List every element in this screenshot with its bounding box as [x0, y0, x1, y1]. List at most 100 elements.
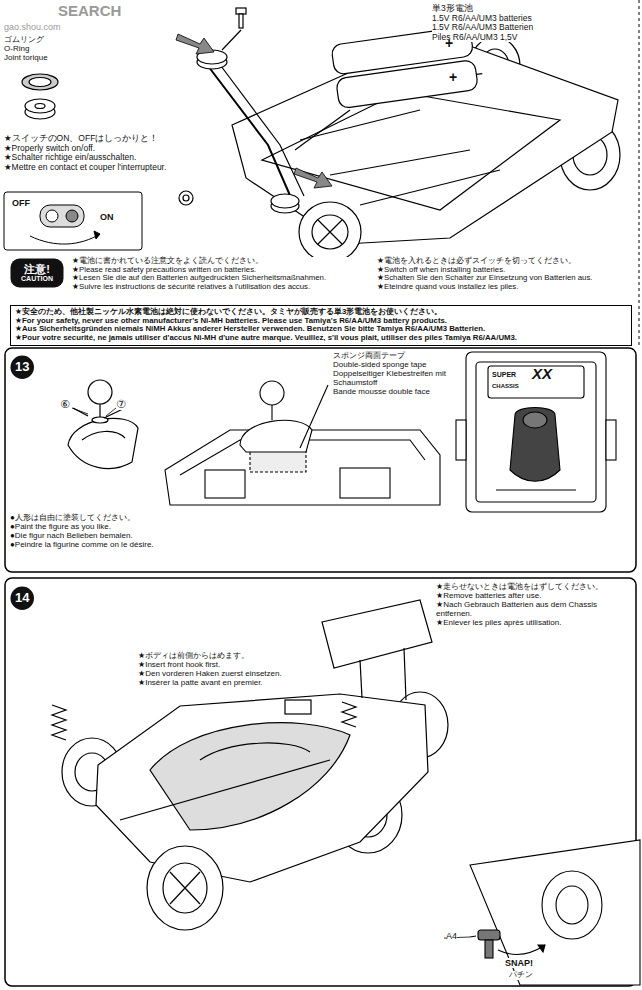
battery-label: Piles R6/AA/UM3 1,5V: [432, 33, 637, 43]
instruction-note-group: ★スイッチのON、OFFはしっかりと！★Properly switch on/o…: [4, 134, 186, 172]
caution-note: ★電池に書かれている注意文をよく読んでください。: [72, 257, 372, 266]
badge-shape: [11, 259, 64, 288]
direction-arrow: [176, 34, 332, 188]
chassis-logo: CHASSIS: [492, 383, 519, 390]
part-number: A4: [446, 931, 457, 941]
instruction-note: ★Remove batteries after use.: [436, 592, 634, 601]
watermark-group: gao.shou.com: [4, 22, 61, 32]
leader-line: [72, 408, 88, 414]
step-number: 14: [10, 586, 34, 610]
caution-badge-text: CAUTION: [21, 275, 53, 282]
instruction-note: ●Die figur nach Belieben bemalen.: [10, 532, 225, 541]
switch-inset: [4, 192, 142, 250]
chassis-logo-group: XX: [532, 366, 552, 383]
watermark-group: SEARCH: [58, 3, 121, 20]
instruction-note: ●Peindre la figurine comme on le désire.: [10, 541, 225, 550]
instruction-note: ★Insérer la patte avant en premier.: [138, 679, 316, 688]
instruction-note: ★Insert front hook first.: [138, 661, 316, 670]
watermark: gao.shou.com: [4, 22, 61, 32]
part-label: スポンジ両面テープ: [333, 352, 461, 361]
safety-warning: ★Aus Sicherheitsgründen niemals NiMH Akk…: [15, 325, 627, 334]
caution-note: ★Schalten Sie den Schalter zur Einsetzun…: [377, 274, 635, 283]
step-frame: [5, 348, 636, 572]
switch-label-group: OFF: [12, 198, 30, 208]
part-label: Double-sided sponge tape: [333, 361, 461, 370]
page-edge: [639, 0, 640, 345]
instruction-note: ★Enlever les piles après utilisation.: [436, 619, 634, 628]
safety-warning: ★Pour votre securité, ne jamais utiliser…: [15, 334, 627, 343]
polarity-mark: +: [449, 70, 457, 86]
instruction-note: ●人形は自由に塗装してください。: [10, 514, 225, 523]
instruction-note: ★Den vorderen Haken zuerst einsetzen.: [138, 670, 316, 679]
instruction-note: ★走らせないときは電池をはずしてください。: [436, 583, 634, 592]
snap-note-group: パチン: [509, 971, 533, 980]
battery-label: 1.5V R6/AA/UM3 batteries: [432, 14, 637, 24]
caution-note: ★Switch off when installing batteries.: [377, 266, 635, 275]
chassis-logo: SUPER: [492, 371, 516, 379]
instruction-note: ★ボディは前側からはめます。: [138, 652, 316, 661]
instruction-note-group: ★ボディは前側からはめます。★Insert front hook first.★…: [138, 652, 316, 688]
part-label: Bande mousse double face: [333, 388, 461, 397]
chassis-top-drawing: [456, 352, 616, 512]
chassis-logo-group: CHASSIS: [492, 383, 519, 390]
part-number-group: ⑦: [116, 398, 126, 410]
instruction-note: ★Nach Gebrauch Batterien aus dem Chassis…: [436, 601, 634, 619]
part-number-group: ⑥: [60, 398, 70, 410]
part-label-group: ゴムリングO-RingJoint torique: [4, 36, 48, 63]
part-label: O-Ring: [4, 45, 48, 54]
car-body-drawing: [52, 600, 448, 930]
caution-note: ★電池を入れるときは必ずスイッチを切ってください。: [377, 257, 635, 266]
caution-note-group: ★電池に書かれている注意文をよく読んでください。★Please read saf…: [72, 257, 372, 292]
instruction-note-group: ★走らせないときは電池をはずしてください。★Remove batteries a…: [436, 583, 634, 628]
snap-note: パチン: [509, 971, 533, 980]
switch-label: OFF: [12, 198, 30, 208]
part-number: ⑦: [116, 398, 126, 410]
caution-note: ★Suivre les instructions de sécurité rel…: [72, 283, 372, 292]
o-ring-drawing: [22, 74, 58, 119]
instruction-note: ★Properly switch on/off.: [4, 144, 186, 154]
part-number: ⑥: [60, 398, 70, 410]
switch-label-group: ON: [100, 212, 114, 222]
part-label: ゴムリング: [4, 36, 48, 45]
caution-badge: 注意!CAUTION: [10, 258, 64, 288]
switch-label: ON: [100, 212, 114, 222]
step-number: 13: [10, 355, 34, 379]
leader-line: [106, 408, 116, 416]
polarity-mark: +: [445, 36, 453, 52]
snap-note: SNAP!: [505, 958, 533, 968]
caution-note: ★Eteindre quand vous installez les piles…: [377, 283, 635, 292]
chassis-logo: XX: [532, 366, 552, 383]
watermark: SEARCH: [58, 3, 121, 20]
step-circle: [11, 356, 34, 379]
instruction-note: ●Paint the figure as you like.: [10, 523, 225, 532]
figure-drawing: [68, 380, 138, 469]
instruction-note: ★スイッチのON、OFFはしっかりと！: [4, 134, 186, 144]
battery-label: 単3形電池: [432, 4, 637, 14]
part-label: Doppelseitiger Klebestreifen mit Schaums…: [333, 370, 461, 388]
caution-badge-text: 注意!: [24, 264, 50, 276]
step-number-text: 13: [15, 360, 29, 374]
chassis-logo-group: SUPER: [492, 371, 516, 379]
caution-note-group: ★電池を入れるときは必ずスイッチを切ってください。★Switch off whe…: [377, 257, 635, 292]
safety-warning: ★安全のため、他社製ニッケル水素電池は絶対に使わないでください。タミヤが販売する…: [15, 308, 627, 317]
instruction-note-group: ●人形は自由に塗装してください。●Paint the figure as you…: [10, 514, 225, 550]
step-circle: [11, 587, 34, 610]
chassis-side-drawing: [165, 381, 440, 505]
instruction-note: ★Schalter richtige ein/ausschalten.: [4, 153, 186, 163]
battery-label-group: 単3形電池1.5V R6/AA/UM3 batteries1.5V R6/AA/…: [432, 4, 637, 42]
instruction-note: ★Mettre en contact et couper l'interrupt…: [4, 163, 186, 173]
snap-note-group: SNAP!: [505, 958, 533, 968]
polarity-mark-group: +: [449, 70, 457, 86]
snap-inset-drawing: [470, 840, 640, 985]
safety-warning: ★For your safety, never use other manufa…: [15, 317, 627, 326]
part-label-group: スポンジ両面テープDouble-sided sponge tapeDoppels…: [333, 352, 461, 397]
part-number-group: A4: [446, 931, 457, 941]
step-number-text: 14: [15, 591, 29, 605]
caution-note: ★Please read safety precautions written …: [72, 266, 372, 275]
part-label: Joint torique: [4, 54, 48, 63]
polarity-mark-group: +: [445, 36, 453, 52]
battery-label: 1.5V R6/AA/UM3 Batterien: [432, 23, 637, 33]
car-chassis-drawing: [179, 8, 620, 262]
caution-note: ★Lesen Sie die auf den Batterien aufgedr…: [72, 274, 372, 283]
safety-warning-group: ★安全のため、他社製ニッケル水素電池は絶対に使わないでください。タミヤが販売する…: [10, 305, 632, 346]
